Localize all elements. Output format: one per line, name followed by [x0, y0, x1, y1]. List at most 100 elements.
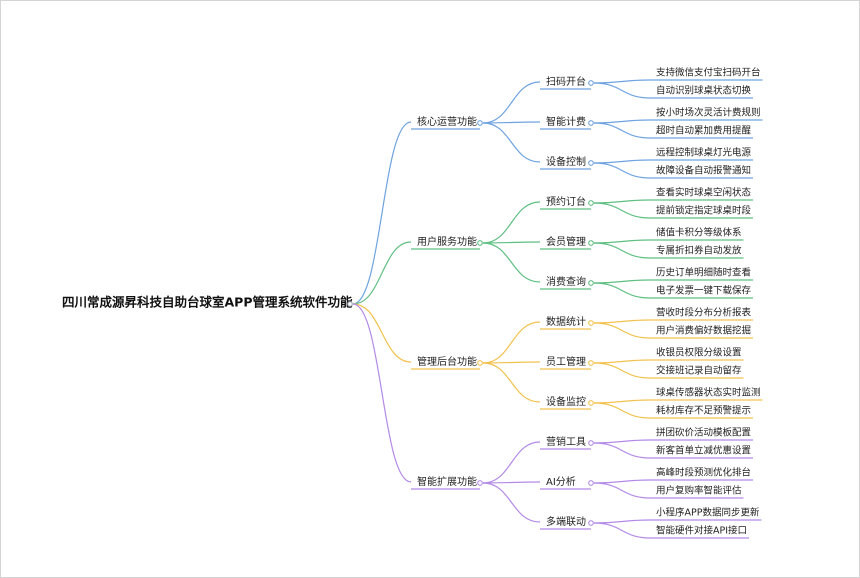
leaf-connector: [593, 442, 651, 459]
leaf-node-label: 提前锁定指定球桌时段: [656, 205, 752, 217]
subbranch-node-label: AI分析: [546, 475, 576, 488]
subbranch-connector: [482, 121, 541, 124]
leaf-node-label: 耗材库存不足预警提示: [656, 405, 751, 417]
leaf-connector: [593, 199, 651, 204]
subbranch-node-dot[interactable]: [588, 440, 594, 446]
leaf-connector: [593, 439, 651, 444]
leaf-connector: [593, 319, 651, 324]
subbranch-connector: [482, 242, 541, 283]
root-branch-connector: [352, 121, 412, 305]
subbranch-node-label: 设备控制: [546, 155, 586, 168]
subbranch-node-dot[interactable]: [588, 480, 594, 486]
subbranch-connector: [482, 361, 541, 364]
leaf-connector: [593, 359, 651, 364]
leaf-connector: [593, 522, 651, 539]
leaf-node-label: 储值卡积分等级体系: [656, 227, 742, 239]
branch-node-label: 核心运营功能: [417, 115, 477, 128]
root-branch-connector: [352, 241, 412, 305]
subbranch-connector: [482, 441, 541, 484]
leaf-node-label: 球桌传感器状态实时监测: [656, 387, 761, 399]
subbranch-connector: [482, 81, 541, 124]
leaf-connector: [593, 79, 651, 84]
leaf-node-label: 收银员权限分级设置: [656, 347, 742, 359]
leaf-connector: [593, 202, 651, 219]
subbranch-node-label: 会员管理: [546, 235, 586, 248]
leaf-node-label: 自动识别球桌状态切换: [656, 85, 752, 97]
branch-node-dot[interactable]: [477, 360, 483, 366]
leaf-node-label: 交接班记录自动留存: [656, 365, 742, 377]
leaf-connector: [593, 519, 651, 524]
leaf-node-label: 历史订单明细随时查看: [656, 267, 751, 279]
subbranch-node-dot[interactable]: [588, 160, 594, 166]
leaf-connector: [593, 122, 651, 139]
leaf-connector: [593, 239, 651, 244]
subbranch-node-label: 多端联动: [546, 515, 586, 528]
leaf-node-label: 电子发票一键下载保存: [656, 285, 752, 297]
leaf-node-label: 远程控制球桌灯光电源: [656, 147, 752, 159]
root-node-dot[interactable]: [347, 301, 353, 307]
branch-node-label: 用户服务功能: [417, 235, 477, 248]
subbranch-node-dot[interactable]: [588, 320, 594, 326]
subbranch-connector: [482, 481, 541, 484]
subbranch-node-dot[interactable]: [588, 280, 594, 286]
subbranch-connector: [482, 362, 541, 403]
leaf-connector: [593, 162, 651, 179]
subbranch-node-dot[interactable]: [588, 120, 594, 126]
root-node-label: 四川常成源昇科技自助台球室APP管理系统软件功能: [62, 295, 353, 310]
leaf-node-label: 拼团砍价活动模板配置: [656, 427, 751, 439]
subbranch-connector: [482, 122, 541, 163]
subbranch-node-label: 扫码开台: [546, 75, 586, 88]
subbranch-node-label: 设备监控: [546, 395, 586, 408]
leaf-node-label: 超时自动累加费用提醒: [656, 125, 752, 137]
leaf-connector: [593, 279, 651, 284]
branch-node-label: 管理后台功能: [417, 355, 477, 368]
subbranch-connector: [482, 201, 541, 244]
leaf-node-label: 查看实时球桌空闲状态: [656, 187, 752, 199]
branch-node-dot[interactable]: [477, 120, 483, 126]
subbranch-node-dot[interactable]: [588, 240, 594, 246]
leaf-connector: [593, 82, 651, 99]
leaf-node-label: 专属折扣券自动发放: [656, 245, 742, 257]
leaf-node-label: 故障设备自动报警通知: [656, 165, 751, 177]
subbranch-node-label: 智能计费: [546, 115, 586, 128]
subbranch-node-label: 员工管理: [546, 355, 586, 368]
subbranch-node-dot[interactable]: [588, 400, 594, 406]
subbranch-node-label: 营销工具: [546, 435, 586, 448]
subbranch-node-label: 数据统计: [546, 315, 586, 328]
subbranch-node-label: 预约订台: [546, 195, 586, 208]
subbranch-connector: [482, 482, 541, 523]
subbranch-connector: [482, 321, 541, 364]
leaf-connector: [593, 159, 651, 164]
node-layer: 四川常成源昇科技自助台球室APP管理系统软件功能 核心运营功能 扫码开台 支持微信支付…: [62, 67, 761, 537]
root-branch-connector: [352, 303, 412, 483]
subbranch-node-dot[interactable]: [588, 360, 594, 366]
leaf-node-label: 营收时段分布分析报表: [656, 307, 752, 319]
leaf-node-label: 支持微信支付宝扫码开台: [656, 67, 761, 79]
branch-node-label: 智能扩展功能: [417, 475, 477, 488]
leaf-node-label: 智能硬件对接API接口: [656, 525, 747, 537]
subbranch-connector: [482, 241, 541, 244]
leaf-connector: [593, 282, 651, 299]
leaf-connector: [593, 242, 651, 259]
leaf-connector: [593, 479, 651, 484]
branch-node-dot[interactable]: [477, 480, 483, 486]
leaf-node-label: 用户复购率智能评估: [656, 485, 742, 497]
leaf-connector: [593, 362, 651, 379]
leaf-node-label: 按小时场次灵活计费规则: [656, 107, 761, 119]
subbranch-node-dot[interactable]: [588, 200, 594, 206]
leaf-connector: [593, 119, 651, 124]
leaf-connector: [593, 402, 651, 419]
subbranch-node-dot[interactable]: [588, 80, 594, 86]
subbranch-node-label: 消费查询: [546, 275, 586, 288]
leaf-node-label: 新客首单立减优惠设置: [656, 445, 751, 457]
connector-layer: [352, 79, 763, 539]
leaf-node-label: 小程序APP数据同步更新: [656, 507, 760, 519]
branch-node-dot[interactable]: [477, 240, 483, 246]
leaf-node-label: 高峰时段预测优化排台: [656, 467, 751, 479]
leaf-node-label: 用户消费偏好数据挖掘: [656, 325, 751, 337]
leaf-connector: [593, 399, 651, 404]
subbranch-node-dot[interactable]: [588, 520, 594, 526]
leaf-connector: [593, 482, 651, 499]
